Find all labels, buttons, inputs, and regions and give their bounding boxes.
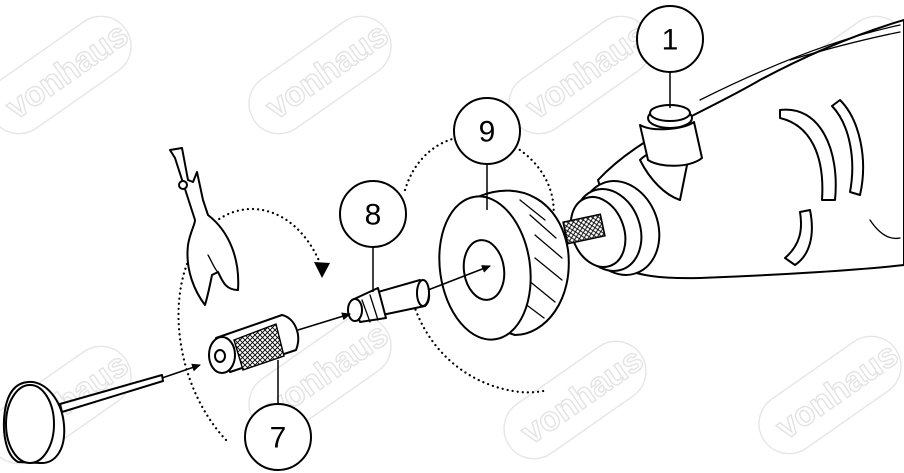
wrench-body: [169, 147, 240, 306]
watermark: vonhaus: [503, 340, 651, 460]
callout-circle: [339, 180, 407, 248]
collet: [347, 279, 431, 323]
callout-circle: [636, 5, 704, 73]
collet-nut-ridge-lines: [519, 199, 563, 319]
arrow-chuck-to-collet: [297, 312, 351, 331]
threaded-shaft: [562, 213, 606, 245]
arrow-accessory-to-chuck: [161, 363, 201, 379]
callout-label: 9: [479, 116, 496, 149]
watermark: vonhaus: [248, 15, 396, 135]
grip-slot: [784, 209, 813, 266]
quick-chuck: [208, 314, 300, 374]
collet-shank-end: [416, 279, 430, 307]
callout-label: 1: [662, 24, 679, 57]
rotation-paths: [177, 134, 555, 442]
callout-label: 8: [365, 199, 382, 232]
rotation-arrowhead: [314, 262, 330, 278]
accessory-head-face: [5, 384, 55, 464]
watermark: vonhaus: [0, 15, 136, 135]
callout-8: 8: [339, 180, 407, 292]
housing-edge: [699, 24, 901, 101]
spindle-lock-base: [639, 121, 703, 167]
watermark: vonhaus: [758, 335, 904, 455]
grip-slot: [779, 108, 837, 201]
svg-text:vonhaus: vonhaus: [514, 341, 650, 452]
wrench-hole: [178, 180, 188, 190]
watermark: vonhaus: [508, 15, 656, 135]
wrench-jaw: [207, 254, 219, 273]
housing-edge: [789, 31, 901, 61]
grip-slot: [831, 99, 865, 196]
nut-rotation-path-lower: [408, 288, 550, 394]
callout-9: 9: [453, 97, 521, 210]
callout-circle: [453, 97, 521, 165]
housing-edge: [869, 219, 901, 240]
arrow-collet-to-nut: [427, 265, 491, 291]
collet-slits: [361, 294, 379, 323]
svg-text:vonhaus: vonhaus: [519, 16, 655, 127]
svg-text:vonhaus: vonhaus: [769, 336, 904, 447]
rotary-tool: [562, 19, 904, 280]
assembly-arrows: [161, 265, 491, 379]
collet-nut: [438, 189, 570, 341]
svg-text:vonhaus: vonhaus: [259, 16, 395, 127]
chuck-bore: [214, 349, 226, 363]
chuck-knurl: [233, 323, 285, 371]
callout-7: 7: [244, 360, 312, 471]
callout-1: 1: [636, 5, 704, 108]
callout-label: 7: [270, 422, 287, 455]
collet-jaw-opening: [347, 298, 363, 322]
wrench: [169, 147, 240, 306]
callout-circle: [244, 403, 312, 471]
mounted-point-accessory: [2, 374, 164, 465]
